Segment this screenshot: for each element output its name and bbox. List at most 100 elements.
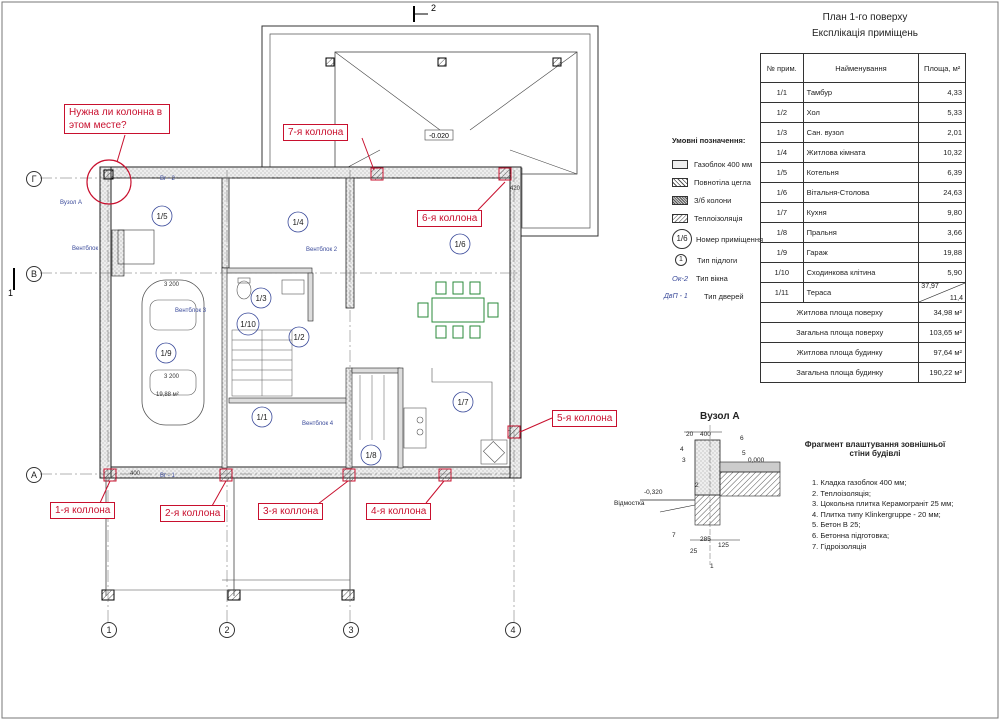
list-item: 4. Плитка типу Klinkergruppe - 20 мм; bbox=[812, 509, 941, 519]
svg-text:20: 20 bbox=[686, 431, 694, 438]
axis-col-4: 4 bbox=[505, 622, 521, 638]
plan-labels: Вузол А Вентблок Вентблок 2 Вентблок 3 В… bbox=[60, 176, 338, 479]
svg-text:-0.020: -0.020 bbox=[429, 133, 449, 140]
svg-text:3: 3 bbox=[682, 457, 686, 464]
svg-text:1: 1 bbox=[710, 563, 714, 570]
legend-title: Умовні позначення: bbox=[672, 136, 746, 145]
legend-item: 1 Тип підлоги bbox=[672, 251, 763, 269]
svg-text:4: 4 bbox=[680, 446, 684, 453]
svg-text:1/10: 1/10 bbox=[240, 320, 256, 329]
svg-text:1/8: 1/8 bbox=[365, 451, 377, 460]
callout-column-1: 1-я коллона bbox=[50, 502, 116, 519]
svg-text:3 200: 3 200 bbox=[164, 282, 180, 288]
axis-col-3: 3 bbox=[343, 622, 359, 638]
legend-item: 1/6 Номер приміщення bbox=[672, 227, 763, 251]
svg-text:1/6: 1/6 bbox=[454, 240, 466, 249]
svg-text:5: 5 bbox=[742, 450, 746, 457]
dining-table bbox=[417, 281, 499, 339]
svg-text:1/9: 1/9 bbox=[160, 349, 172, 358]
insulation-swatch-icon bbox=[672, 213, 688, 223]
svg-text:1/3: 1/3 bbox=[255, 294, 267, 303]
header-num: № прим. bbox=[760, 53, 804, 83]
legend: Умовні позначення: Газоблок 400 мм Повно… bbox=[664, 136, 763, 305]
svg-text:Відмостка: Відмостка bbox=[614, 499, 645, 507]
axis-row-a: А bbox=[26, 467, 42, 483]
brick-swatch-icon bbox=[672, 177, 688, 187]
svg-text:1/5: 1/5 bbox=[156, 212, 168, 221]
svg-text:1/2: 1/2 bbox=[293, 333, 305, 342]
callout-column-4: 4-я коллона bbox=[366, 503, 432, 520]
list-item: 1. Кладка газоблок 400 мм; bbox=[812, 478, 907, 487]
kitchen-outline bbox=[403, 368, 508, 465]
svg-text:2: 2 bbox=[431, 3, 436, 13]
axis-col-1: 1 bbox=[101, 622, 117, 638]
list-item: 2. Теплоізоляція; bbox=[812, 488, 871, 498]
legend-item: Теплоізоляція bbox=[672, 209, 763, 227]
axis-col-2: 2 bbox=[219, 622, 235, 638]
porch bbox=[105, 478, 352, 596]
legend-item: Повнотіла цегла bbox=[672, 173, 763, 191]
list-item: 6. Бетонна підготовка; bbox=[812, 530, 890, 540]
svg-text:400: 400 bbox=[130, 471, 141, 477]
section-mark-left: 1 bbox=[8, 268, 15, 298]
header-name: Найменування bbox=[802, 53, 920, 83]
axis-row-g: Г bbox=[26, 171, 42, 187]
detail-drawing bbox=[640, 425, 781, 565]
svg-text:420: 420 bbox=[510, 186, 521, 192]
svg-text:3 200: 3 200 bbox=[164, 374, 180, 380]
room-numbers: 1/5 1/4 1/6 1/3 1/10 1/2 1/9 1/1 1/7 1/8 bbox=[156, 212, 469, 460]
svg-text:Вентблок 3: Вентблок 3 bbox=[175, 308, 207, 314]
svg-text:Вентблок 2: Вентблок 2 bbox=[306, 247, 338, 253]
toilet bbox=[236, 277, 305, 300]
svg-text:25: 25 bbox=[690, 548, 698, 555]
staircase bbox=[231, 329, 385, 440]
svg-text:Вузол А: Вузол А bbox=[60, 200, 82, 206]
section-mark-top: 2 bbox=[413, 3, 436, 22]
callout-column-5: 5-я коллона bbox=[552, 410, 618, 427]
svg-text:0,000: 0,000 bbox=[748, 457, 765, 464]
list-item: 5. Бетон В 25; bbox=[812, 520, 861, 530]
callout-column-3: 3-я коллона bbox=[258, 503, 324, 520]
gasblock-swatch-icon bbox=[672, 159, 688, 169]
svg-text:1: 1 bbox=[8, 288, 13, 298]
list-item: 7. Гідроізоляція bbox=[812, 541, 867, 551]
header-area: Площа, м² bbox=[918, 53, 966, 83]
svg-text:Вг - 2: Вг - 2 bbox=[160, 176, 176, 182]
detail-title: Вузол А bbox=[700, 411, 740, 422]
column-swatch-icon bbox=[672, 195, 688, 205]
svg-text:400: 400 bbox=[700, 431, 711, 438]
axis-lines bbox=[40, 170, 520, 624]
callout-leaders bbox=[99, 137, 553, 507]
plan-subtitle: Експлікація приміщень bbox=[812, 28, 918, 39]
callout-column-6: 6-я коллона bbox=[417, 210, 483, 227]
svg-text:1/7: 1/7 bbox=[457, 398, 469, 407]
list-item: 3. Цокольна плитка Керамограніт 25 мм; bbox=[812, 499, 954, 509]
svg-text:Вг - 1: Вг - 1 bbox=[160, 473, 176, 479]
callout-column-7: 7-я коллона bbox=[283, 124, 349, 141]
room-number-icon: 1/6 bbox=[672, 229, 692, 249]
detail-labels: 20 400 0,000 -0,320 Відмостка 285 125 25… bbox=[614, 431, 765, 570]
axis-row-v: В bbox=[26, 266, 42, 282]
garage-car bbox=[141, 279, 205, 426]
svg-text:2: 2 bbox=[695, 482, 699, 489]
svg-text:Вентблок 4: Вентблок 4 bbox=[302, 421, 334, 427]
house-walls bbox=[99, 166, 522, 479]
fragment-list: 1. Кладка газоблок 400 мм; 2. Теплоізоля… bbox=[812, 478, 953, 552]
svg-text:125: 125 bbox=[718, 542, 729, 549]
dim-labels: 3 200 3 200 19,88 м² 420 400 bbox=[130, 186, 521, 477]
question-marker bbox=[86, 134, 132, 205]
legend-item: ДвП - 1 Тип дверей bbox=[664, 291, 744, 301]
table-row-terrace: 1/11 Тераса 37,97 11,4 bbox=[760, 282, 966, 303]
